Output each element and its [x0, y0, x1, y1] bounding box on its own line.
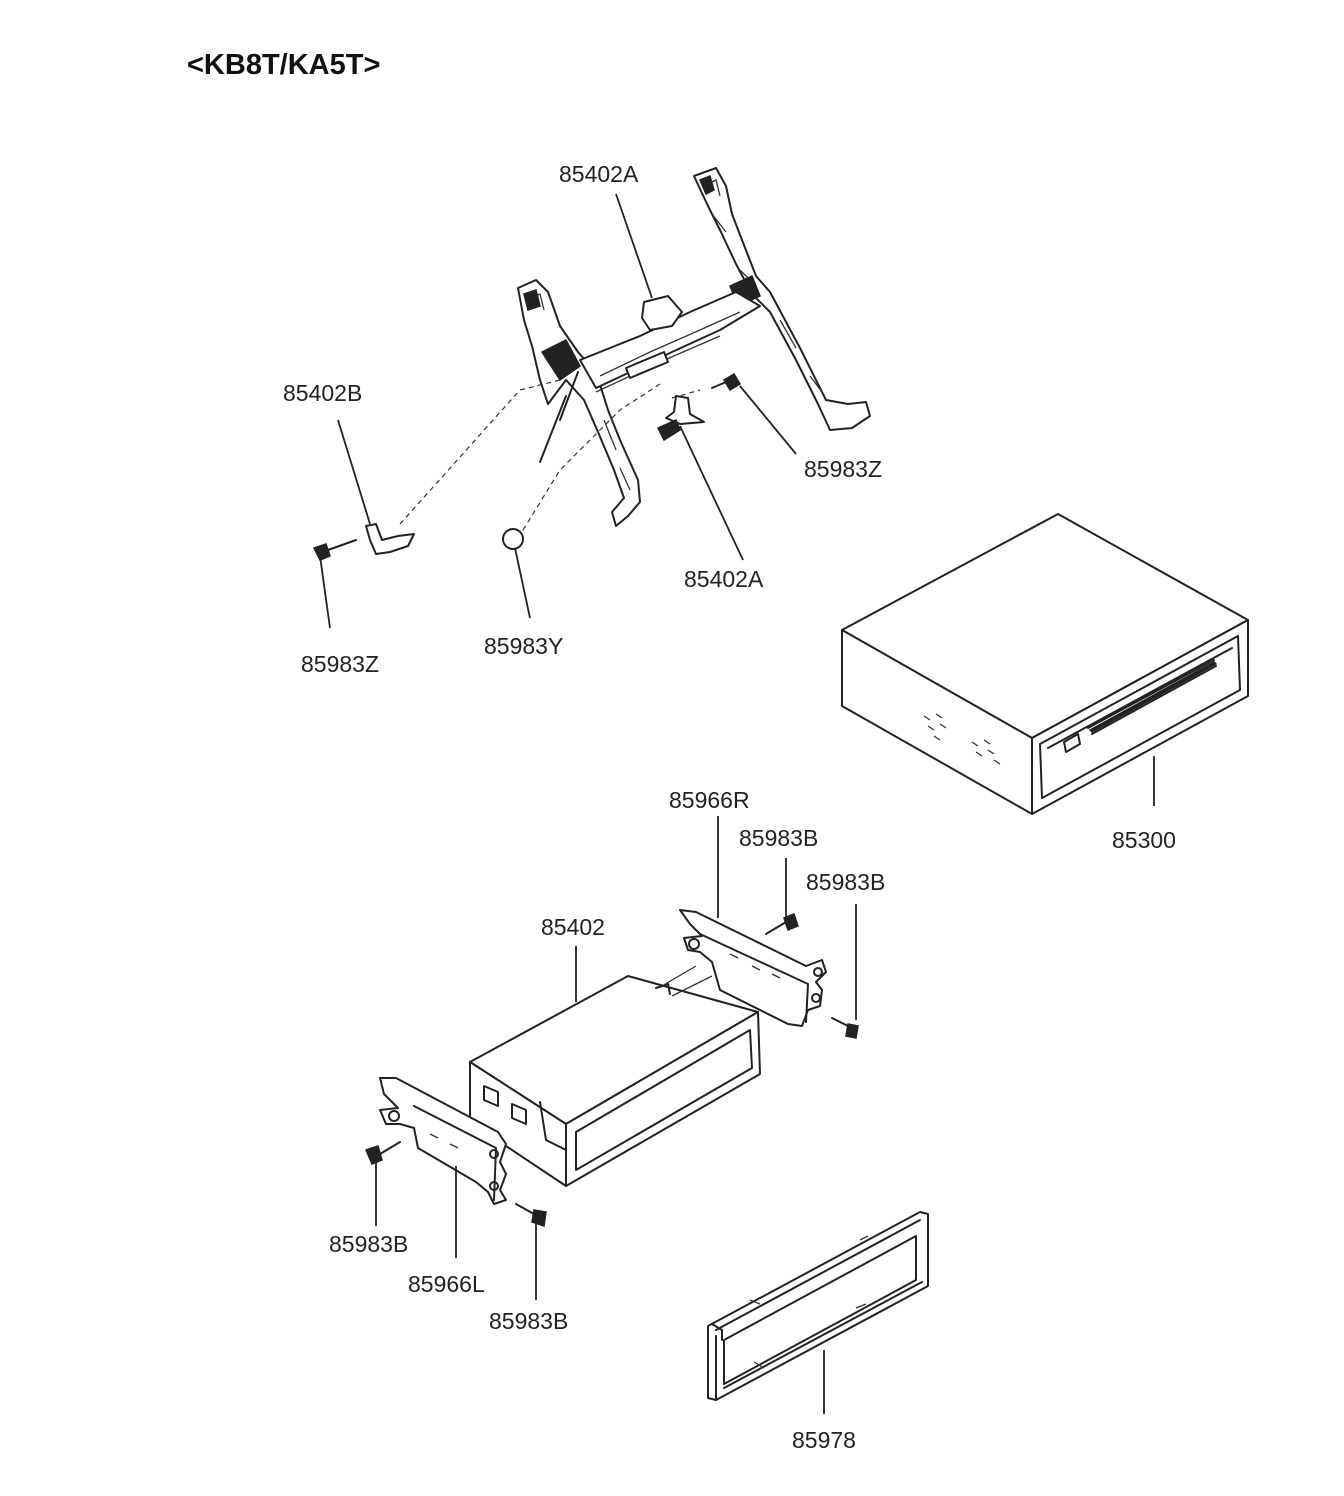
- screw-85983B-b: [831, 1017, 859, 1039]
- screw-85983B-d: [515, 1203, 547, 1227]
- label-85983Y: 85983Y: [484, 633, 563, 659]
- screw-85983Z-left: [312, 539, 357, 561]
- label-85983B-b: 85983B: [806, 869, 885, 895]
- clip-85402B: [365, 523, 415, 555]
- screw-85983B-a: [765, 913, 799, 935]
- label-85983Z-left: 85983Z: [301, 651, 379, 677]
- label-85402A-mid: 85402A: [684, 566, 764, 592]
- label-85402B: 85402B: [283, 380, 362, 406]
- label-85983Z-right: 85983Z: [804, 456, 882, 482]
- assembly-lines: [399, 379, 701, 531]
- label-85983B-a: 85983B: [739, 825, 818, 851]
- screw-85983Z-right: [711, 372, 742, 392]
- label-85983B-d: 85983B: [489, 1308, 568, 1334]
- assembly-lines-lower: [661, 965, 713, 997]
- leader-lines: [319, 193, 1155, 1414]
- label-85978: 85978: [792, 1427, 856, 1453]
- trim-frame-85978: [707, 1211, 929, 1401]
- ring-85983Y: [502, 528, 524, 550]
- mounting-sleeve-85402: [469, 975, 761, 1187]
- screw-85983B-c: [364, 1141, 401, 1165]
- label-85402A-top: 85402A: [559, 161, 639, 187]
- label-85966R: 85966R: [669, 787, 750, 813]
- audio-unit-85300: [841, 513, 1249, 815]
- label-85402: 85402: [541, 914, 605, 940]
- bracket-85966R: [679, 909, 827, 1027]
- bracket-85966L: [379, 1077, 507, 1205]
- label-85983B-c: 85983B: [329, 1231, 408, 1257]
- clip-85402A-right: [656, 395, 705, 442]
- label-85300: 85300: [1112, 827, 1176, 853]
- diagram-title: <KB8T/KA5T>: [187, 49, 380, 81]
- mounting-bracket-frame: [517, 167, 871, 527]
- label-85966L: 85966L: [408, 1271, 485, 1297]
- part-labels: 85402A 85402B 85983Z 85402A 85983Z 85983…: [283, 161, 1176, 1453]
